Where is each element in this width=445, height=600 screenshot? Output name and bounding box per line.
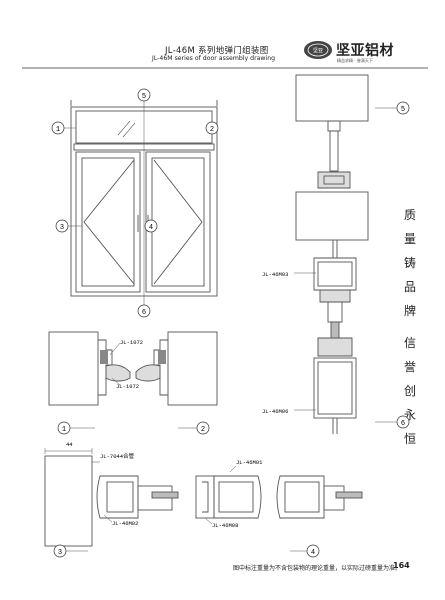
section-callout-4-label: 4 — [311, 549, 315, 557]
callout-1-label: 1 — [56, 126, 60, 134]
section-callout-1 — [57, 421, 71, 435]
callout-4-label: 4 — [149, 224, 153, 232]
section-callout-3-label: 3 — [58, 549, 62, 557]
slogan-char: 牌 — [404, 304, 417, 318]
profile-label-jl7044: JL-7044合管 — [100, 452, 135, 460]
brand-name: 坚亚铝材 — [336, 43, 394, 59]
dimension-44: 44 — [66, 441, 73, 448]
callout-2 — [205, 121, 219, 135]
callout-5 — [137, 88, 151, 102]
callout-6 — [137, 304, 151, 318]
section-callout-2-label: 2 — [201, 426, 205, 434]
section-callout-3 — [53, 544, 67, 558]
slogan-char: 创 — [404, 384, 417, 398]
section-callout-4 — [306, 544, 320, 558]
callout-6-label: 6 — [142, 309, 146, 317]
profile-label-jl46m02: JL-46M02 — [112, 520, 138, 527]
section-callout-6 — [396, 415, 410, 429]
page-subtitle: JL-46M series of door assembly drawing — [152, 55, 276, 62]
slogan-char: 量 — [404, 232, 417, 246]
page-number: 164 — [393, 561, 410, 570]
profile-label-jl46m08: JL-46M08 — [212, 522, 238, 529]
section-5-6-drawing — [294, 74, 398, 434]
section-callout-1-label: 1 — [62, 426, 66, 434]
slogan-char: 质 — [404, 208, 417, 222]
door-elevation — [64, 100, 218, 310]
page-title: JL-46M 系列地弹门组装图 — [165, 46, 269, 56]
brand-tagline: 精益求精 · 誉满天下 — [337, 58, 373, 63]
slogan-char: 恒 — [404, 432, 417, 446]
slogan-char: 铸 — [404, 256, 417, 270]
callout-5-label: 5 — [142, 93, 146, 101]
callout-3 — [55, 219, 69, 233]
profile-label-jl46m03: JL-46M03 — [262, 271, 288, 278]
section-callout-2 — [196, 421, 210, 435]
section-callout-6-label: 6 — [401, 420, 405, 428]
profile-label-jl1072-top: JL-1072 — [120, 339, 143, 346]
slogan-char: 誉 — [404, 360, 417, 374]
slogan-char: 品 — [404, 280, 417, 294]
callout-2-label: 2 — [210, 126, 214, 134]
section-1-2-drawing — [48, 331, 218, 406]
callout-4 — [144, 219, 158, 233]
profile-label-jl46m06: JL-46M06 — [262, 408, 288, 415]
profile-label-jl1072-bottom: JL-1072 — [116, 383, 139, 390]
section-callout-5-label: 5 — [401, 106, 405, 114]
slogan-char: 信 — [404, 336, 417, 350]
brand-logo-icon: 坚亚 — [304, 41, 332, 59]
weight-footnote: 图中标注重量为不含包装物的理论重量，以实际过磅重量为准。 — [233, 565, 402, 572]
section-callout-5 — [396, 101, 410, 115]
section-3-4-drawing — [44, 448, 363, 547]
callout-1 — [51, 121, 65, 135]
callout-3-label: 3 — [60, 224, 64, 232]
logo-emblem-text: 坚亚 — [313, 47, 323, 54]
profile-label-jl46m01: JL-46M01 — [236, 459, 263, 466]
